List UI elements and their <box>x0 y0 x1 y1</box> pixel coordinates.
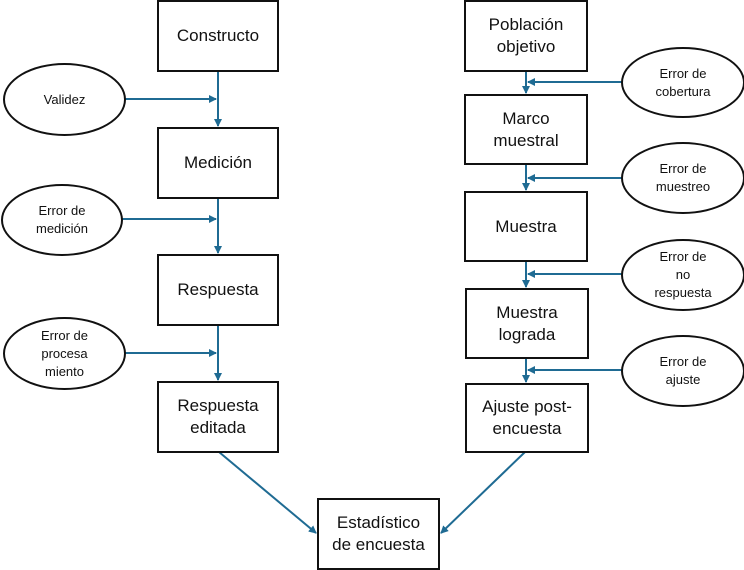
ellipse-validez: Validez <box>3 63 126 136</box>
ellipse-error-medicion: Error de medición <box>1 184 123 256</box>
box-marco-muestral: Marco muestral <box>464 94 588 165</box>
ellipse-error-muestreo: Error de muestreo <box>621 142 744 214</box>
ellipse-error-ajuste: Error de ajuste <box>621 335 744 407</box>
ellipse-error-procesamiento: Error de procesa miento <box>3 317 126 390</box>
arrow-editada-to-estadistico <box>218 451 317 534</box>
box-respuesta-editada: Respuesta editada <box>157 381 279 453</box>
ellipse-error-cobertura: Error de cobertura <box>621 47 744 118</box>
box-muestra-lograda: Muestra lograda <box>465 288 589 359</box>
box-estadistico-encuesta: Estadístico de encuesta <box>317 498 440 570</box>
box-poblacion-objetivo: Población objetivo <box>464 0 588 72</box>
box-respuesta: Respuesta <box>157 254 279 326</box>
box-ajuste-post-encuesta: Ajuste post- encuesta <box>465 383 589 453</box>
box-constructo: Constructo <box>157 0 279 72</box>
box-medicion: Medición <box>157 127 279 199</box>
box-muestra: Muestra <box>464 191 588 262</box>
ellipse-error-no-respuesta: Error de no respuesta <box>621 239 744 311</box>
arrow-ajuste-to-estadistico <box>440 451 526 534</box>
